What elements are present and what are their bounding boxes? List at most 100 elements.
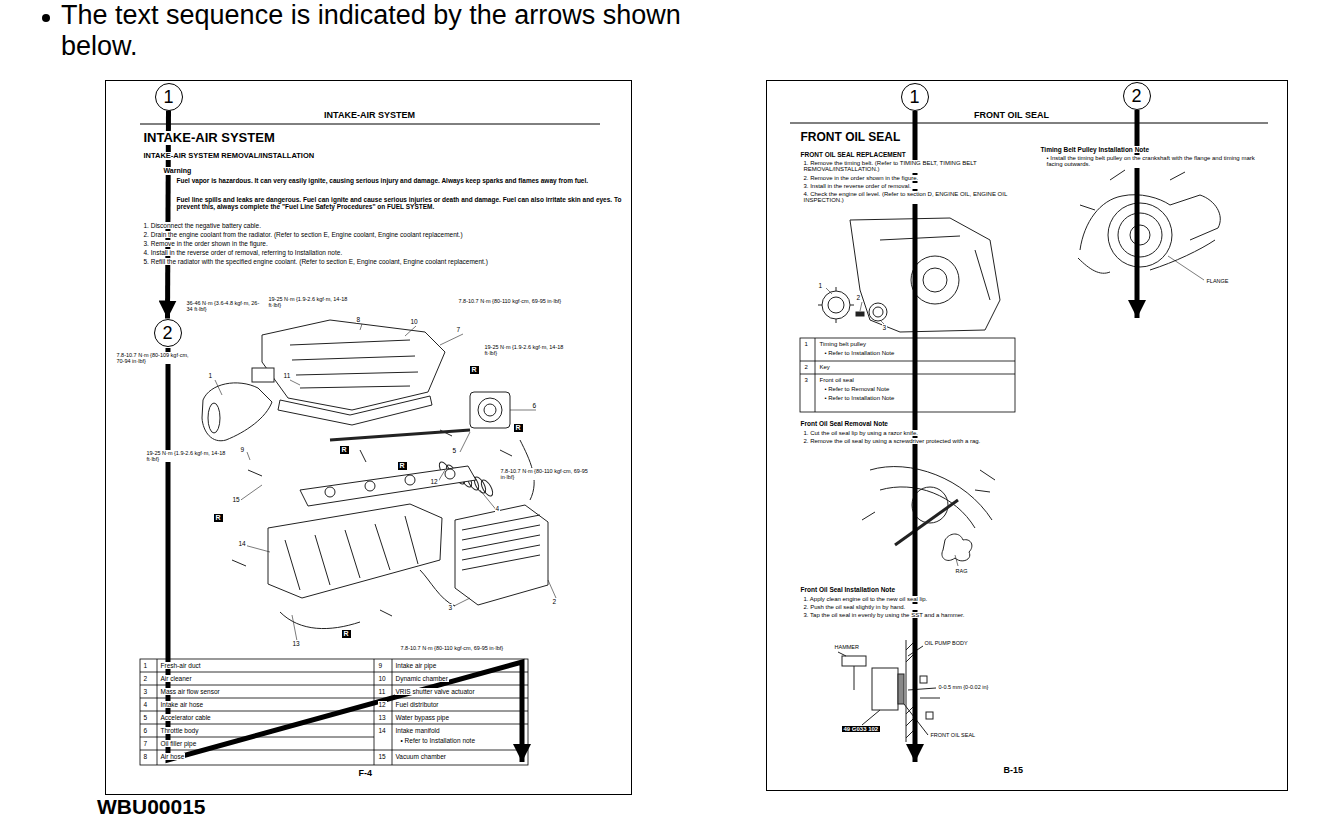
body-text: 12 [378,701,387,708]
line-art [942,534,972,561]
body-text: Mass air flow sensor [160,688,221,695]
body-text: Intake air hose [160,701,205,708]
removal-figure [862,467,995,566]
callout-number: 9 [240,446,246,453]
body-text: • Refer to Installation Note [824,350,896,357]
body-text: • Install the timing belt pulley on the … [1046,155,1263,169]
line-art [828,297,844,313]
body-text: 5 [143,714,149,721]
body-text: 3. Install in the reverse order of remov… [803,183,1030,190]
installation-figure [838,640,940,742]
body-text: Air cleaner [160,675,193,682]
body-text: 10 [378,675,387,682]
line-art [484,404,496,416]
line-art [822,291,850,319]
line-art [208,403,220,433]
heading-text: Timing Belt Pulley Installation Note [1040,146,1151,153]
callout-number: 10 [410,318,419,325]
body-text: 7.8-10.7 N·m {80-110 kgf·cm, 69-95 in·lb… [500,468,602,481]
body-text: 1. Cut the oil seal lip by using a razor… [803,430,1030,437]
line-art [262,320,445,410]
body-text: Air hose [160,753,186,760]
body-text: 4. Check the engine oil level. (Refer to… [803,191,1030,205]
body-text: 1. Disconnect the negative battery cable… [143,222,600,229]
body-text: 2. Drain the engine coolant from the rad… [143,231,600,238]
body-text: 2. Remove in the order shown in the figu… [803,175,1030,182]
body-text: 4. Install in the reverse order of remov… [143,249,600,256]
line-art [290,340,418,388]
line-art [913,111,918,762]
body-text: Water bypass pipe [395,714,451,721]
line-art [325,487,335,497]
sequence-arrow [168,110,1137,762]
heading-text: INTAKE-AIR SYSTEM REMOVAL/INSTALLATION [143,152,316,161]
body-text: 7.8-10.7 N·m {80-110 kgf·cm, 69-95 in·lb… [400,645,527,651]
heading-text: B-15 [1003,765,1025,775]
line-art [826,288,885,325]
sequence-number: 2 [162,324,172,342]
line-art [862,470,995,520]
line-art [268,504,442,598]
body-text: HAMMER [834,644,860,650]
body-text: 9 [378,662,384,669]
line-art [157,659,158,765]
line-art [1108,203,1172,267]
body-text: 11 [378,688,387,695]
line-art [1130,225,1150,245]
line-art [923,268,947,292]
line-art [790,123,1268,124]
line-art [232,430,512,616]
line-art [898,674,904,704]
line-art [838,646,940,735]
line-art [405,475,415,485]
line-art [911,256,959,304]
line-art [445,469,455,479]
body-text: 0-0.5 mm {0-0.02 in} [938,684,990,690]
badge-label: R [342,630,351,638]
line-art [478,398,502,422]
line-art [420,570,455,606]
body-text: Accelerator cable [160,714,212,721]
body-text: OIL PUMP BODY [924,640,969,646]
badge-label: R [340,446,349,454]
manual-page: FRONT OIL SEAL12FRONT OIL SEALFRONT OIL … [766,80,1288,791]
body-text: Front oil seal [819,377,855,384]
heading-text: Fuel vapor is hazardous. It can very eas… [176,177,623,184]
callout-number: 1 [818,282,824,289]
line-art [455,505,548,605]
body-text: 36-46 N·m {3.6-4.8 kgf·m, 26-34 ft·lbf} [186,300,266,313]
body-text: FLANGE [1206,278,1230,284]
line-art [1118,213,1162,257]
body-text: 7.8-10.7 N·m {80-109 kgf·cm, 70-94 in·lb… [116,352,196,365]
line-art [873,307,883,317]
line-art [850,218,1000,332]
body-text: Fresh-air duct [160,662,202,669]
line-art [374,659,375,765]
line-art [800,361,1015,374]
line-art [800,338,1015,412]
badge-label: R [514,424,523,432]
body-text: 5. Refill the radiator with the specifie… [143,258,600,265]
line-art [1080,170,1185,210]
heading-text: Front Oil Seal Removal Note [800,420,889,427]
callout-number: 11 [283,372,292,379]
sequence-circle: 2 [1123,82,1151,110]
heading-text: Warning [163,167,193,175]
manual-page: INTAKE-AIR SYSTEM12INTAKE-AIR SYSTEMINTA… [105,80,632,795]
body-text: • Refer to Installation note [400,737,477,744]
body-text: 4 [143,701,149,708]
line-art [906,640,907,742]
body-text: Intake air pipe [395,662,438,669]
body-text: Throttle body [160,727,200,734]
body-text: 1. Remove the timing belt. (Refer to TIM… [803,160,1030,174]
body-text: 3. Tap the oil seal in evenly by using t… [803,612,1030,619]
body-text: 2 [143,675,149,682]
sequence-circle: 2 [154,319,182,347]
running-header: FRONT OIL SEAL [973,110,1050,120]
body-text: 1 [804,341,809,348]
line-art [278,396,432,425]
line-art [842,656,866,666]
line-art [856,312,864,316]
line-art [470,392,510,428]
line-art [926,712,933,719]
